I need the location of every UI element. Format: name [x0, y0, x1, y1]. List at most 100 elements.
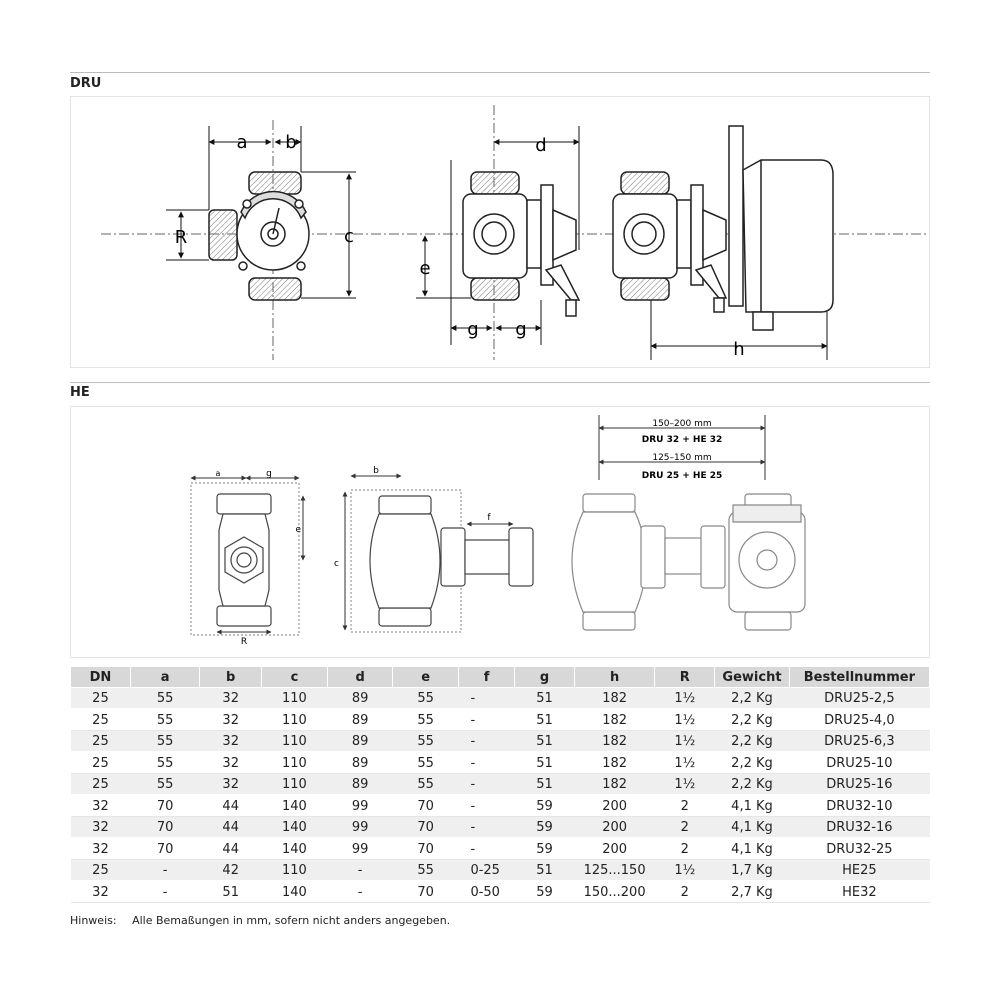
dru-drawing-panel: a b R c d e [70, 96, 931, 368]
table-cell: 4,1 Kg [714, 816, 790, 839]
table-cell: 110 [261, 752, 328, 774]
dru-valve-front [208, 171, 310, 301]
footnote-label: Hinweis: [70, 914, 117, 927]
table-cell: 55 [130, 752, 200, 774]
he-dim-b: b [373, 466, 379, 476]
table-cell: 70 [130, 816, 200, 839]
table-cell: 2 [654, 816, 715, 839]
table-cell: DRU32-25 [789, 838, 930, 860]
table-cell: 200 [574, 838, 655, 860]
table-cell: 32 [199, 773, 262, 796]
dru-section-title: DRU [70, 76, 102, 91]
table-cell: 25 [70, 859, 131, 882]
table-cell: 1½ [654, 730, 715, 753]
table-cell: 59 [514, 795, 575, 817]
table-cell: 1½ [654, 709, 715, 731]
table-cell: 55 [392, 773, 459, 796]
dru-dim-R: R [175, 227, 188, 248]
column-header: f [457, 666, 516, 688]
table-cell: 2 [654, 838, 715, 860]
column-header: e [392, 666, 459, 688]
table-cell: - [130, 881, 200, 903]
he-section-title: HE [70, 385, 90, 400]
table-cell: 125...150 [574, 859, 655, 882]
table-cell: 55 [392, 730, 459, 753]
table-cell: 1,7 Kg [714, 859, 790, 882]
dru-dim-d: d [535, 135, 546, 156]
column-header: Gewicht [714, 666, 790, 688]
dru-dim-h: h [733, 339, 744, 360]
table-cell: 44 [199, 795, 262, 817]
table-cell: DRU32-16 [789, 816, 930, 839]
table-cell: 110 [261, 687, 328, 710]
column-header: d [326, 666, 394, 688]
dru-dim-a: a [236, 132, 247, 153]
table-cell: 89 [327, 730, 393, 753]
table-cell: 44 [199, 838, 262, 860]
table-cell: 140 [261, 881, 328, 903]
table-cell: 55 [392, 752, 459, 774]
table-cell: 32 [70, 795, 131, 817]
column-header: c [261, 666, 328, 688]
column-header: R [654, 666, 716, 688]
table-cell: 182 [574, 709, 655, 731]
he-dim-125-150-sub: DRU 25 + HE 25 [642, 471, 723, 481]
table-cell: 32 [199, 752, 262, 774]
table-cell: 4,1 Kg [714, 838, 790, 860]
table-cell: 51 [514, 709, 575, 731]
table-cell: - [458, 687, 515, 710]
table-cell: 2,2 Kg [714, 752, 790, 774]
table-cell: - [130, 859, 200, 882]
table-cell: 59 [514, 838, 575, 860]
table-cell: 51 [514, 752, 575, 774]
table-cell: HE25 [789, 859, 930, 882]
table-cell: 2,2 Kg [714, 730, 790, 753]
dru-dim-b: b [285, 132, 296, 153]
table-cell: 140 [261, 816, 328, 839]
table-cell: 70 [392, 838, 459, 860]
table-cell: 1½ [654, 687, 715, 710]
he-dim-c: c [334, 559, 339, 569]
table-cell: 51 [514, 773, 575, 796]
table-cell: - [458, 752, 515, 774]
column-header: h [573, 666, 656, 688]
table-cell: 55 [130, 773, 200, 796]
table-cell: 51 [514, 859, 575, 882]
he-side-view [350, 489, 534, 633]
table-cell: 99 [327, 795, 393, 817]
table-cell: 70 [392, 795, 459, 817]
table-cell: 89 [327, 709, 393, 731]
dru-dim-g2: g [515, 319, 526, 340]
table-cell: 32 [70, 816, 131, 839]
table-cell: 55 [130, 730, 200, 753]
dru-dim-g1: g [467, 319, 478, 340]
table-cell: 182 [574, 752, 655, 774]
he-front-view [190, 482, 300, 636]
table-cell: 140 [261, 838, 328, 860]
table-cell: DRU25-4,0 [789, 709, 930, 731]
table-cell: 42 [199, 859, 262, 882]
table-cell: 99 [327, 816, 393, 839]
table-cell: DRU25-6,3 [789, 730, 930, 753]
table-cell: - [458, 816, 515, 839]
table-cell: 150...200 [574, 881, 655, 903]
table-cell: 110 [261, 773, 328, 796]
table-cell: 200 [574, 795, 655, 817]
table-cell: 70 [130, 838, 200, 860]
dru-top-rule [70, 72, 930, 73]
table-cell: 70 [392, 881, 459, 903]
footnote: Hinweis: Alle Bemaßungen in mm, sofern n… [70, 914, 462, 927]
table-cell: 55 [130, 687, 200, 710]
table-cell: 1½ [654, 773, 715, 796]
table-cell: 32 [199, 730, 262, 753]
table-cell: 51 [514, 687, 575, 710]
table-cell: 2,7 Kg [714, 881, 790, 903]
table-cell: 70 [392, 816, 459, 839]
dru-dim-c: c [344, 226, 354, 247]
table-cell: 4,1 Kg [714, 795, 790, 817]
